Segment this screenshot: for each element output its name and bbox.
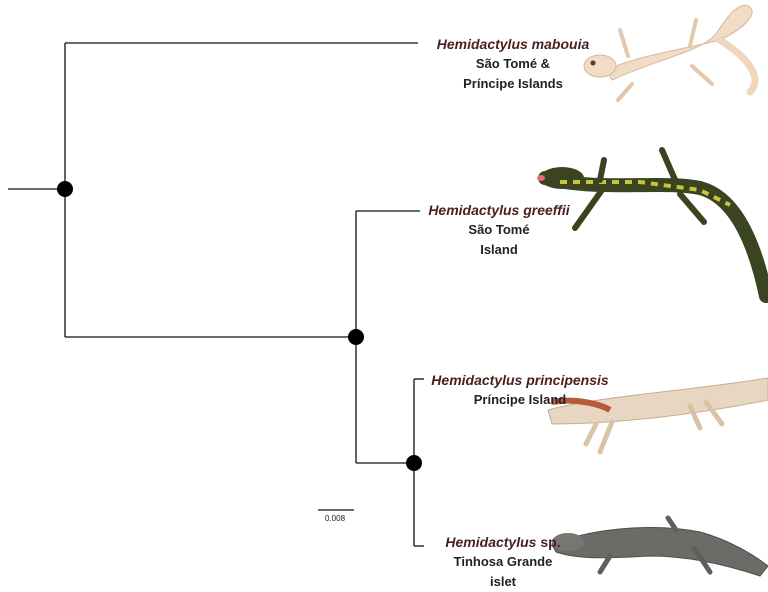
species-name: Hemidactylus principensis bbox=[420, 370, 620, 390]
label-principensis: Hemidactylus principensis Príncipe Islan… bbox=[420, 370, 620, 410]
root-node bbox=[57, 181, 73, 197]
locality-line: Island bbox=[424, 240, 574, 260]
label-mabouia: Hemidactylus mabouia São Tomé & Príncipe… bbox=[418, 34, 608, 94]
label-greeffii: Hemidactylus greeffii São Tomé Island bbox=[424, 200, 574, 260]
species-name: Hemidactylus greeffii bbox=[424, 200, 574, 220]
locality-line: São Tomé & bbox=[418, 54, 608, 74]
species-name: Hemidactylus mabouia bbox=[418, 34, 608, 54]
locality-line: Tinhosa Grande bbox=[420, 552, 586, 572]
species-name: Hemidactylus sp. bbox=[420, 532, 586, 552]
genus-name: Hemidactylus bbox=[445, 534, 536, 550]
species-epithet: sp. bbox=[536, 534, 560, 550]
scale-bar-label: 0.008 bbox=[325, 514, 345, 523]
locality-line: Príncipe Island bbox=[420, 390, 620, 410]
gecko-mabouia-icon bbox=[584, 5, 755, 100]
inner-node bbox=[348, 329, 364, 345]
locality-line: São Tomé bbox=[424, 220, 574, 240]
label-sp: Hemidactylus sp. Tinhosa Grande islet bbox=[420, 532, 586, 592]
locality-line: islet bbox=[420, 572, 586, 592]
locality-line: Príncipe Islands bbox=[418, 74, 608, 94]
sister-node bbox=[406, 455, 422, 471]
